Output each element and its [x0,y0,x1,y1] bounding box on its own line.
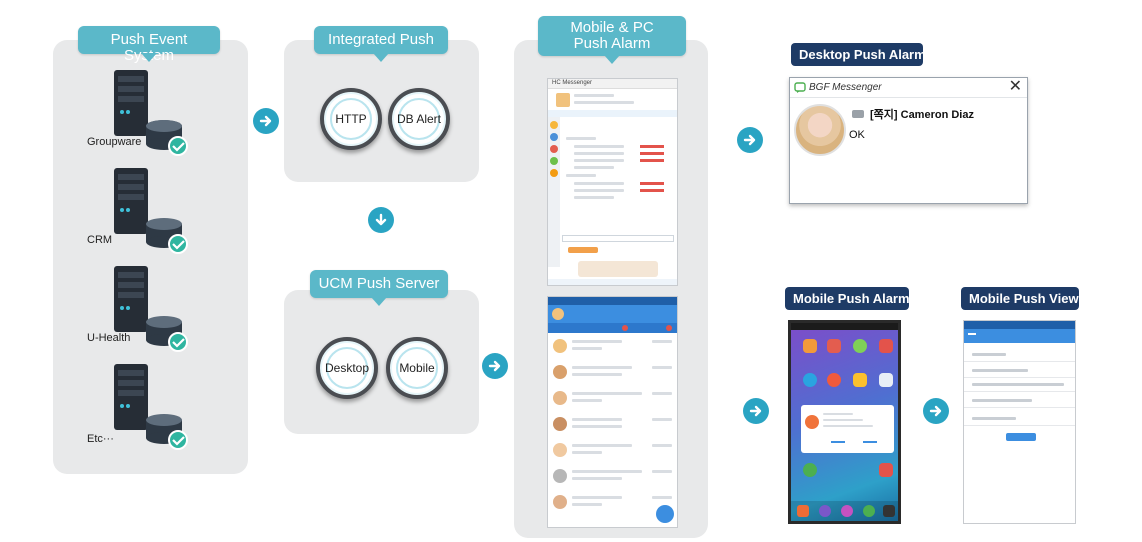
chat-line [572,444,632,447]
chat-time [652,496,672,499]
desktop-push-alarm-label: Desktop Push Alarm [791,43,926,66]
chat-line [572,366,632,369]
chat-avatar [553,339,567,353]
arrow-right-icon [253,108,279,134]
chat-line [572,425,622,428]
arrow-right-icon [923,398,949,424]
chat-line [572,399,602,402]
chat-time [652,392,672,395]
messenger-logo-icon [794,82,806,93]
mobile-push-view-label: Mobile Push View [961,287,1079,310]
chat-line [572,470,642,473]
desktop-node: Desktop [316,337,378,399]
desktop-push-window: BGF Messenger ✕ [쪽지] Cameron Diaz OK [789,77,1028,204]
crm-server-icon [114,168,188,254]
push-event-system-panel [53,40,248,474]
chat-line [572,503,602,506]
close-icon[interactable]: ✕ [1008,78,1022,95]
chat-time [652,366,672,369]
arrow-right-icon [482,353,508,379]
chat-time [652,470,672,473]
chat-avatar [553,443,567,457]
mobile-node: Mobile [386,337,448,399]
desktop-push-sender: [쪽지] Cameron Diaz [870,109,974,121]
db-alert-node: DB Alert [388,88,450,150]
mobile-push-alarm-screenshot [788,320,901,524]
sender-avatar [794,104,846,156]
bell-icon [805,415,819,429]
integrated-push-title: Integrated Push [314,26,448,62]
mobile-pc-push-alarm-title: Mobile & PC Push Alarm [538,16,686,64]
push-event-system-title: Push Event System [78,26,220,64]
chat-line [572,347,602,350]
chat-line [572,373,622,376]
chat-line [572,418,622,421]
chat-line [572,496,622,499]
chat-time [652,340,672,343]
chat-line [572,451,602,454]
groupware-server-icon [114,70,188,156]
arrow-right-icon [737,127,763,153]
chat-line [572,340,622,343]
desktop-push-titlebar: BGF Messenger ✕ [790,78,1027,98]
ucm-push-server-panel [284,290,479,434]
pc-messenger-title: HC Messenger [552,80,593,86]
u-health-server-icon [114,266,188,352]
server-label-u-health: U-Health [87,332,131,344]
push-dialog [801,405,894,453]
chat-line [572,392,642,395]
mobile-push-alarm-label: Mobile Push Alarm [785,287,910,310]
chat-time [652,444,672,447]
arrow-right-icon [743,398,769,424]
confirm-button[interactable] [1006,433,1036,441]
chat-avatar [553,417,567,431]
chat-avatar [553,495,567,509]
etc-server-icon [114,364,188,450]
arrow-down-icon [368,207,394,233]
mobile-pc-title-line1: Mobile & PC [570,19,654,36]
mobile-push-view-screenshot [963,320,1076,524]
pc-messenger-screenshot: HC Messenger [547,78,678,286]
desktop-push-message: OK [849,129,865,141]
server-label-crm: CRM [87,234,113,246]
desktop-push-window-title: BGF Messenger [809,82,882,93]
chat-avatar [553,469,567,483]
chat-time [652,418,672,421]
server-label-etc: Etc··· [87,433,114,445]
chat-line [572,477,622,480]
chat-avatar [553,365,567,379]
chat-avatar [553,391,567,405]
http-node: HTTP [320,88,382,150]
server-label-groupware: Groupware [87,136,142,148]
message-icon [852,110,864,118]
ucm-push-server-title: UCM Push Server [310,270,448,306]
mobile-chat-screenshot [547,296,678,528]
mobile-pc-title-line2: Push Alarm [573,34,651,52]
